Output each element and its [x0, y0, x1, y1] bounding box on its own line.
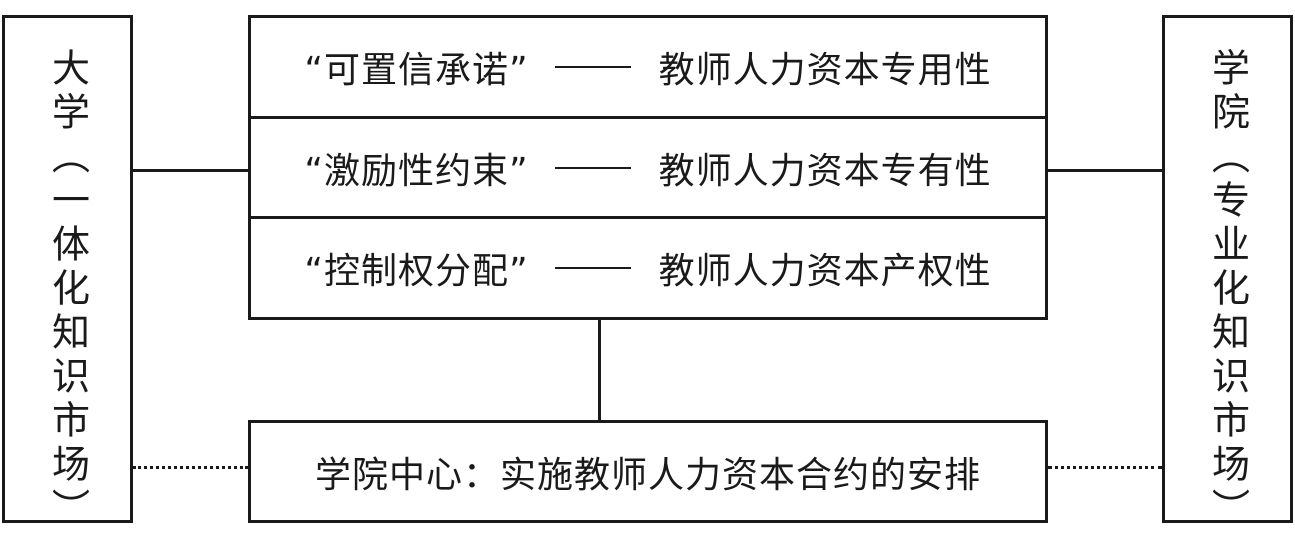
right-dotted-connector — [1048, 466, 1162, 469]
row-2-left-text: “激励性约束” — [304, 150, 529, 192]
left-solid-connector — [133, 169, 248, 172]
row-3-connector-dash — [554, 267, 631, 270]
row-1-connector-dash — [554, 65, 631, 68]
vertical-connector — [598, 320, 601, 420]
row-1-left-text: “可置信承诺” — [304, 49, 529, 91]
university-market-box: 大学（一体化知识市场） — [2, 15, 133, 532]
row-credible-commitment: “可置信承诺” 教师人力资本专用性 — [251, 18, 1045, 116]
row-2-connector-dash — [554, 166, 631, 169]
college-center-label: 学院中心：实施教师人力资本合约的安排 — [314, 454, 981, 496]
row-incentive-constraint: “激励性约束” 教师人力资本专有性 — [251, 115, 1045, 217]
row-3-right-text: 教师人力资本产权性 — [658, 251, 992, 293]
college-center-box: 学院中心：实施教师人力资本合约的安排 — [248, 420, 1048, 523]
college-market-box: 学院（专业化知识市场） — [1162, 15, 1293, 532]
row-control-allocation: “控制权分配” 教师人力资本产权性 — [251, 216, 1045, 317]
right-solid-connector — [1048, 169, 1162, 172]
university-market-label: 大学（一体化知识市场） — [45, 48, 90, 532]
contract-features-stack: “可置信承诺” 教师人力资本专用性 “激励性约束” 教师人力资本专有性 “控制权… — [248, 15, 1048, 320]
row-1-right-text: 教师人力资本专用性 — [658, 49, 992, 91]
left-dotted-connector — [133, 466, 248, 469]
college-market-label: 学院（专业化知识市场） — [1205, 48, 1250, 532]
row-2-right-text: 教师人力资本专有性 — [658, 150, 992, 192]
row-3-left-text: “控制权分配” — [304, 251, 529, 293]
